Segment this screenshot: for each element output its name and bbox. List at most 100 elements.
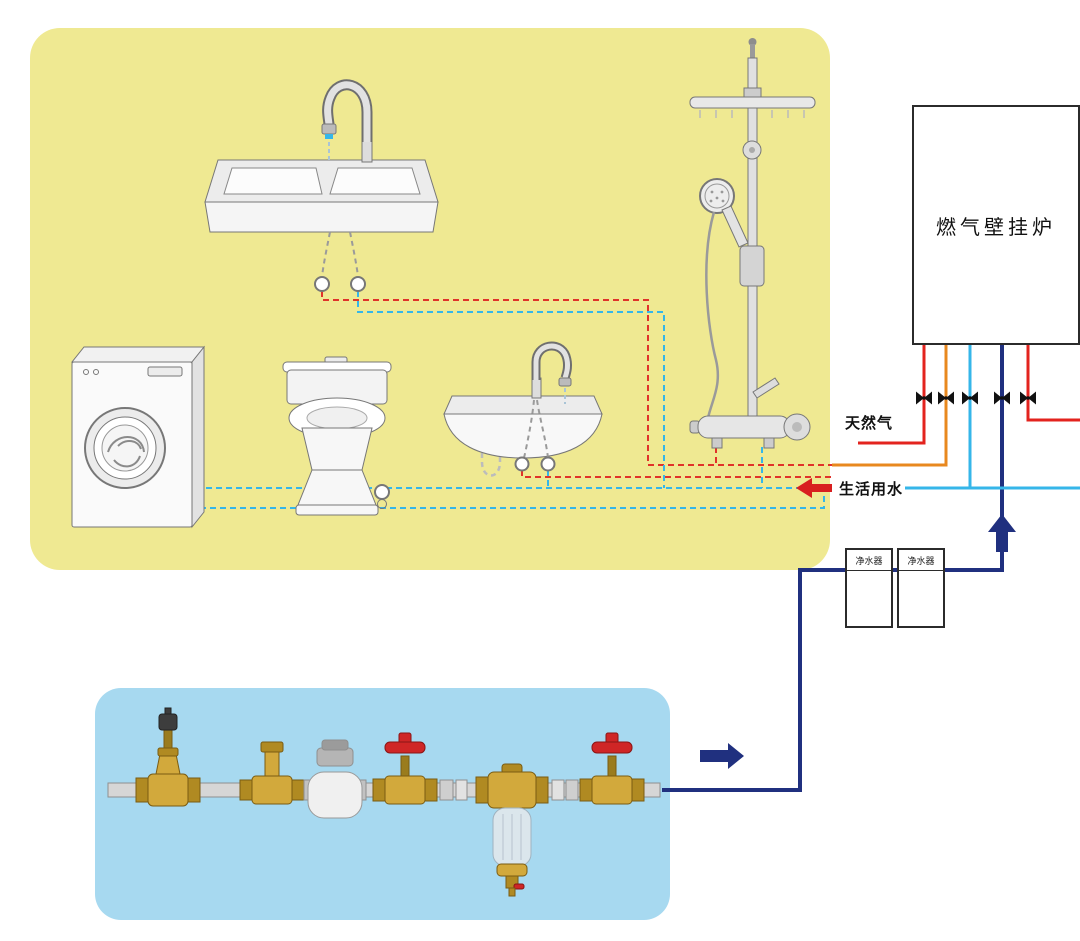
basin-faucet-aerator bbox=[558, 377, 572, 387]
main-flow-right-arrow-icon bbox=[700, 743, 744, 769]
basin-hot-hose bbox=[523, 399, 535, 459]
kitchen-hot-hose bbox=[321, 231, 331, 277]
shower-diverter-dot bbox=[749, 147, 755, 153]
check-valve-nut-right bbox=[291, 779, 305, 801]
heating-circuit-pipe bbox=[1026, 345, 1080, 422]
pipe-union bbox=[551, 779, 565, 801]
kitchen-sink bbox=[204, 79, 439, 292]
washer-top-face bbox=[70, 346, 206, 363]
pre-filter bbox=[475, 763, 549, 897]
check-valve-stem bbox=[264, 749, 280, 777]
filter-head bbox=[487, 771, 537, 809]
water-meter bbox=[303, 739, 367, 819]
bathroom-basin bbox=[443, 341, 603, 477]
distribution-lines bbox=[200, 291, 832, 509]
kitchen-faucet-aerator bbox=[321, 123, 337, 135]
hand-shower-face bbox=[704, 183, 730, 209]
prv-bonnet bbox=[155, 753, 181, 775]
kitchen-faucet bbox=[324, 81, 371, 142]
pipe-union bbox=[565, 779, 579, 801]
rain-head-nozzles bbox=[699, 110, 805, 118]
prv-stem bbox=[163, 729, 173, 749]
kitchen-cold-hose bbox=[349, 231, 359, 277]
pressure-reducing-valve bbox=[135, 707, 201, 807]
washer-swirl bbox=[113, 455, 141, 468]
shutoff-valve-icon bbox=[994, 391, 1010, 405]
basin-faucet bbox=[533, 343, 571, 380]
filter-bottom-cap bbox=[496, 863, 528, 877]
gas-wall-hung-boiler: 燃气壁挂炉 bbox=[912, 105, 1080, 345]
valve-stem bbox=[400, 755, 410, 777]
valve-nut bbox=[372, 778, 386, 802]
basin-faucet-base bbox=[531, 377, 542, 399]
water-purifier-left: 净水器 bbox=[845, 548, 893, 628]
toilet-angle-valve bbox=[374, 484, 390, 500]
hand-shower-handle bbox=[721, 205, 749, 248]
rain-shower-head bbox=[689, 96, 816, 109]
sink-bowl-left bbox=[223, 167, 323, 195]
filter-mesh bbox=[502, 814, 522, 860]
washing-machine bbox=[70, 345, 206, 529]
boiler-label: 燃气壁挂炉 bbox=[936, 216, 1056, 239]
basin-trap-ghost bbox=[468, 430, 502, 477]
gas-supply-pipe bbox=[858, 345, 926, 445]
valve-red-handle bbox=[384, 741, 426, 754]
main-flow-up-arrow-icon bbox=[988, 514, 1016, 552]
check-valve-body bbox=[251, 775, 293, 805]
meter-cap bbox=[316, 747, 354, 767]
mixer-cold-inlet bbox=[763, 437, 775, 449]
filter-drain-tip bbox=[508, 887, 516, 897]
valve-nut bbox=[631, 778, 645, 802]
sink-apron bbox=[204, 201, 439, 233]
mixer-knob-center bbox=[792, 422, 802, 432]
ball-valve-left bbox=[372, 732, 438, 805]
kitchen-cold-angle-valve bbox=[350, 276, 366, 292]
shutoff-valve-icon bbox=[938, 391, 954, 405]
pipe-union bbox=[455, 779, 468, 801]
shutoff-valve-icon bbox=[916, 391, 932, 405]
washer-knob bbox=[83, 369, 89, 375]
purifier-right-label: 净水器 bbox=[899, 550, 943, 571]
toilet-foot bbox=[295, 504, 379, 516]
valve-nut bbox=[424, 778, 438, 802]
toilet-base bbox=[297, 469, 377, 506]
washer-swirl bbox=[107, 436, 145, 453]
toilet-body bbox=[301, 427, 373, 471]
toilet-seat-inner bbox=[306, 406, 368, 430]
washer-drum bbox=[101, 424, 149, 472]
shower-riser-pipe bbox=[747, 57, 758, 427]
basin-cold-hose bbox=[536, 399, 549, 459]
meter-cap-top bbox=[321, 739, 349, 751]
shower-hose bbox=[705, 211, 720, 419]
shower-mixer-body bbox=[697, 415, 791, 439]
valve-stem bbox=[607, 755, 617, 777]
basin-rim bbox=[443, 395, 603, 415]
valve-nut bbox=[579, 778, 593, 802]
cold-water-dashed-kitchen-run bbox=[357, 291, 665, 488]
sink-bowl-right bbox=[329, 167, 421, 195]
washer-swirl bbox=[117, 440, 142, 450]
hot-water-dashed-main bbox=[321, 291, 832, 466]
hot-water-dashed-basin-run bbox=[521, 470, 832, 478]
purifier-left-label: 净水器 bbox=[847, 550, 891, 571]
prv-lock-ring bbox=[157, 747, 179, 757]
main-water-supply-pipe bbox=[662, 345, 1004, 792]
shower-set bbox=[689, 38, 816, 449]
basin-cold-angle-valve bbox=[540, 456, 556, 472]
domestic-water-flow-arrow-icon bbox=[796, 478, 832, 498]
hot-water-outlet-pipe bbox=[832, 345, 948, 467]
water-purifier-right: 净水器 bbox=[897, 548, 945, 628]
shutoff-valve-icon bbox=[1020, 391, 1036, 405]
kitchen-faucet-tip bbox=[325, 134, 333, 139]
check-valve bbox=[239, 741, 305, 805]
filter-drain-handle bbox=[513, 883, 525, 890]
washer-control-panel bbox=[147, 366, 183, 377]
mixer-hot-inlet bbox=[711, 437, 723, 449]
prv-adjuster-tip bbox=[164, 707, 172, 715]
kitchen-faucet-base bbox=[361, 139, 373, 163]
meter-body bbox=[307, 771, 363, 819]
shower-diverter-lever bbox=[752, 377, 780, 399]
boiler-shutoff-valves bbox=[916, 391, 1036, 405]
prv-adjuster-cap bbox=[158, 713, 178, 731]
